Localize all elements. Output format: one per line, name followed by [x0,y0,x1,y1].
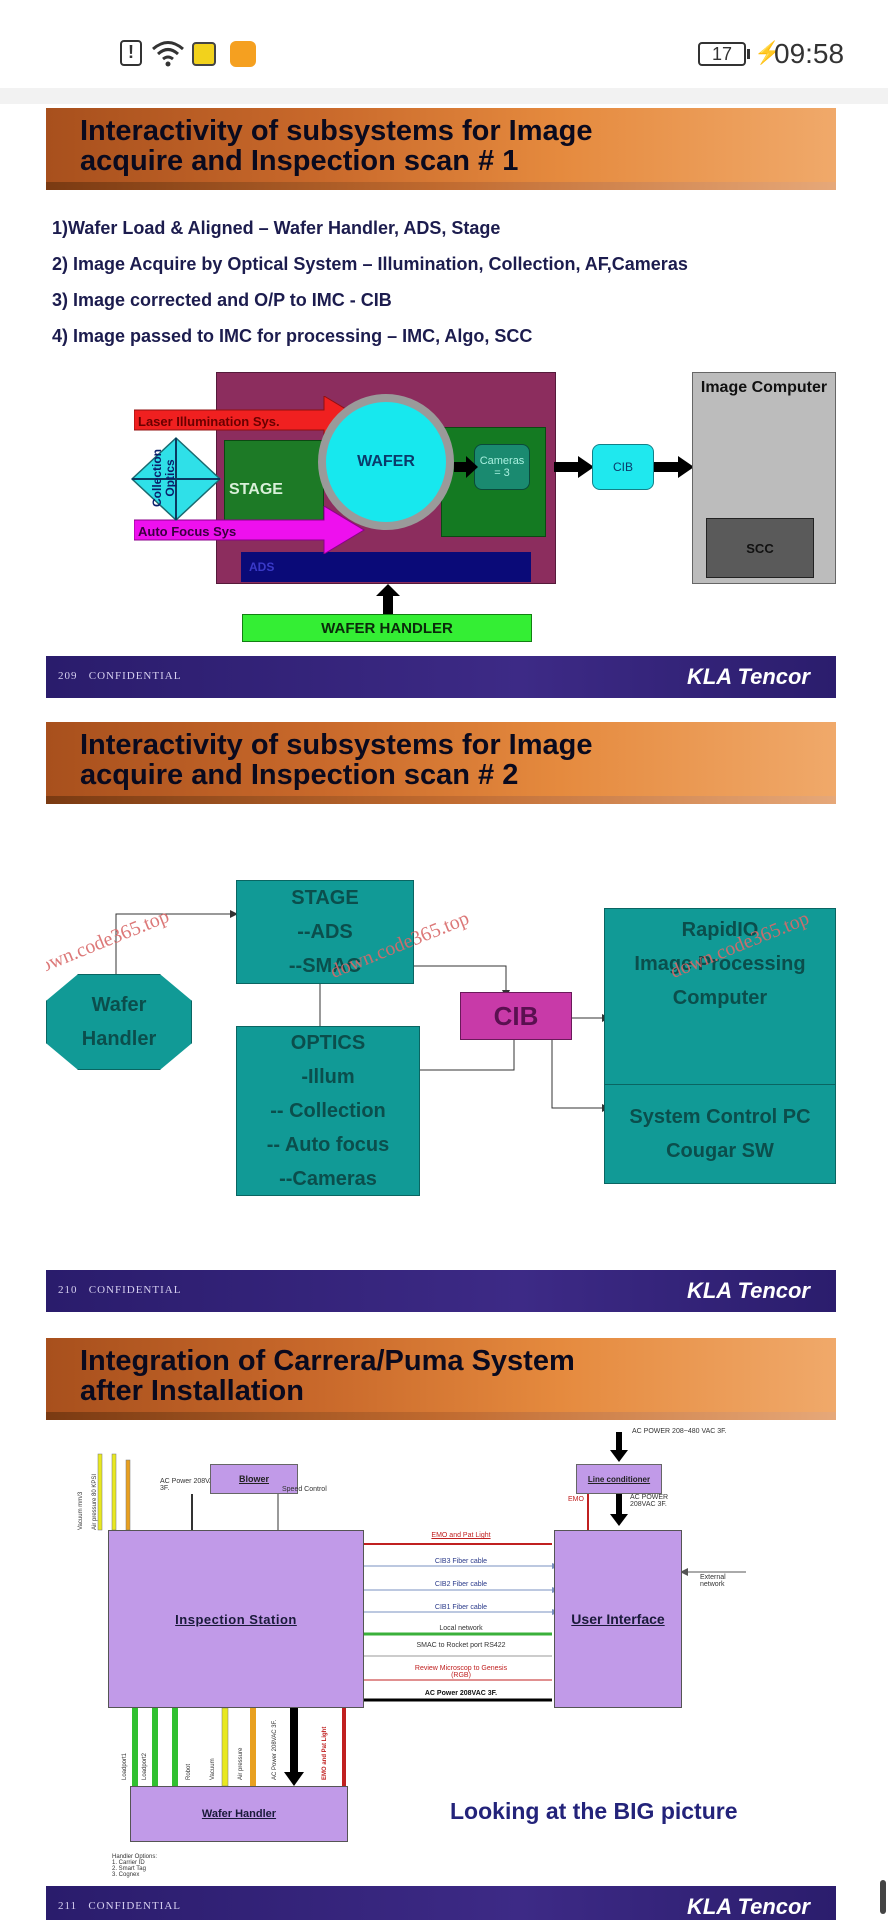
collection-optics-diamond [130,436,222,522]
ads-bar: ADS [241,552,531,582]
bottom-supply-label-2: Loadport2 [142,1752,148,1780]
slide-number: 210 CONFIDENTIAL [58,1284,182,1296]
link-review: Review Microscop to Genesis (RGB) [414,1665,508,1679]
slide-209: Interactivity of subsystems for Image ac… [46,108,836,698]
bullet-3: 3) Image corrected and O/P to IMC - CIB [52,290,392,310]
bottom-supply-label-4: Vacuum [210,1758,216,1780]
kla-tencor-logo: KLA Tencor [686,664,810,689]
link-cib3: CIB3 Fiber cable [434,1558,488,1565]
kla-tencor-logo: KLA Tencor [686,1894,810,1919]
scc-box: SCC [706,518,814,578]
ac-power-top-label: AC POWER 208~480 VAC 3F. [632,1428,727,1435]
user-interface-box: User Interface [554,1530,682,1708]
bullet-4: 4) Image passed to IMC for processing – … [52,326,533,346]
bottom-supply-label-6: AC Power 208VAC 3F. [272,1719,278,1780]
diagram-3: Vacuum mm/3 Air pressure 80 KPSI AC Powe… [46,1420,836,1880]
bottom-supply-label-5: Air pressure [238,1747,244,1780]
status-separator [0,88,888,104]
top-supply-label-1: Vacuum mm/3 [78,1491,84,1530]
laser-label: Laser Illumination Sys. [138,414,280,429]
wafer-handler-bar: WAFER HANDLER [242,614,532,642]
slide-title-bar: Interactivity of subsystems for Image ac… [46,108,836,190]
stage-box: STAGE --ADS --SMAC [236,880,414,984]
ac-power-left-label: AC Power 208VAC 3F. [160,1478,220,1492]
arrow-cib-imc [654,456,694,478]
arrow-handler-up [376,584,400,614]
slide-title-bar: Interactivity of subsystems for Image ac… [46,722,836,804]
speed-control-label: Speed Control [282,1486,327,1493]
link-local-network: Local network [439,1625,483,1632]
line-conditioner-box: Line conditioner [576,1464,662,1494]
app-icon-orange [230,41,256,67]
link-emo: EMO and Pat Light [431,1532,491,1539]
slide-title: Interactivity of subsystems for Image ac… [80,729,593,791]
slide-number: 209 CONFIDENTIAL [58,670,182,682]
link-ac-power: AC Power 208VAC 3F. [424,1690,498,1697]
ac-power-right-label: AC POWER 208VAC 3F. [630,1494,669,1508]
link-cib2: CIB2 Fiber cable [434,1581,488,1588]
wafer-handler-octagon: Wafer Handler [46,974,192,1070]
link-smac: SMAC to Rocket port RS422 [416,1642,506,1649]
slide-number: 211 CONFIDENTIAL [58,1900,182,1912]
diagram-2: STAGE --ADS --SMAC Wafer Handler OPTICS … [46,722,836,1262]
bottom-supply-label-3: Robot [186,1763,192,1780]
app-icon-yellow [192,42,216,66]
status-bar: ! 17 ⚡ 09:58 [0,0,888,88]
top-supply-label-2: Air pressure 80 KPSI [92,1473,98,1530]
alert-icon: ! [120,40,142,66]
bottom-supply-label-7: EMO and Pat Light [322,1726,328,1780]
cib-box-2: CIB [460,992,572,1040]
battery-tip [747,49,750,59]
cib-box-1: CIB [592,444,654,490]
autofocus-label: Auto Focus Sys [138,524,237,539]
collection-optics-label: Collection Optics [150,449,177,508]
charging-icon: ⚡ [754,40,782,65]
external-network-label: External network [700,1574,726,1588]
bottom-supply-label-1: Loadport1 [122,1752,128,1780]
optics-box: OPTICS -Illum -- Collection -- Auto focu… [236,1026,420,1196]
emo-label: EMO [568,1496,584,1503]
arrow-cameras-cib [554,456,594,478]
bullet-2: 2) Image Acquire by Optical System – Ill… [52,254,688,274]
bullet-1: 1)Wafer Load & Aligned – Wafer Handler, … [52,218,501,238]
slide-211: Integration of Carrera/Puma System after… [46,1338,836,1920]
inspection-station-box: Inspection Station [108,1530,364,1708]
slide-footer: 210 CONFIDENTIAL KLA Tencor [46,1270,836,1312]
blower-box: Blower [210,1464,298,1494]
wafer-circle: WAFER [318,394,454,530]
system-control-pc-box: System Control PC Cougar SW [604,1084,836,1184]
battery-icon: 17 [698,42,746,66]
link-cib1: CIB1 Fiber cable [434,1604,488,1611]
arrow-wafer-cameras [454,456,478,478]
slide-title-bar: Integration of Carrera/Puma System after… [46,1338,836,1420]
autofocus-arrow [134,506,365,554]
diagram-1: STAGE ADS Laser Illumination Sys. Auto F… [46,372,836,652]
rapidio-box: RapidIO Image Processing Computer [604,908,836,1090]
clock: 09:58 [774,38,845,69]
scrollbar-thumb[interactable] [880,1880,886,1914]
kla-tencor-logo: KLA Tencor [686,1278,810,1303]
cameras-box: Cameras = 3 [474,444,530,490]
wifi-icon [152,41,184,67]
big-picture-caption: Looking at the BIG picture [450,1798,738,1824]
slide-footer: 211 CONFIDENTIAL KLA Tencor [46,1886,836,1920]
handler-options: Handler Options: 1. Carrier ID 2. Smart … [112,1854,158,1878]
slide-title: Interactivity of subsystems for Image ac… [80,115,593,177]
slide-title: Integration of Carrera/Puma System after… [80,1345,575,1407]
wafer-handler-box: Wafer Handler [130,1786,348,1842]
slide-210: Interactivity of subsystems for Image ac… [46,722,836,1314]
slide-footer: 209 CONFIDENTIAL KLA Tencor [46,656,836,698]
